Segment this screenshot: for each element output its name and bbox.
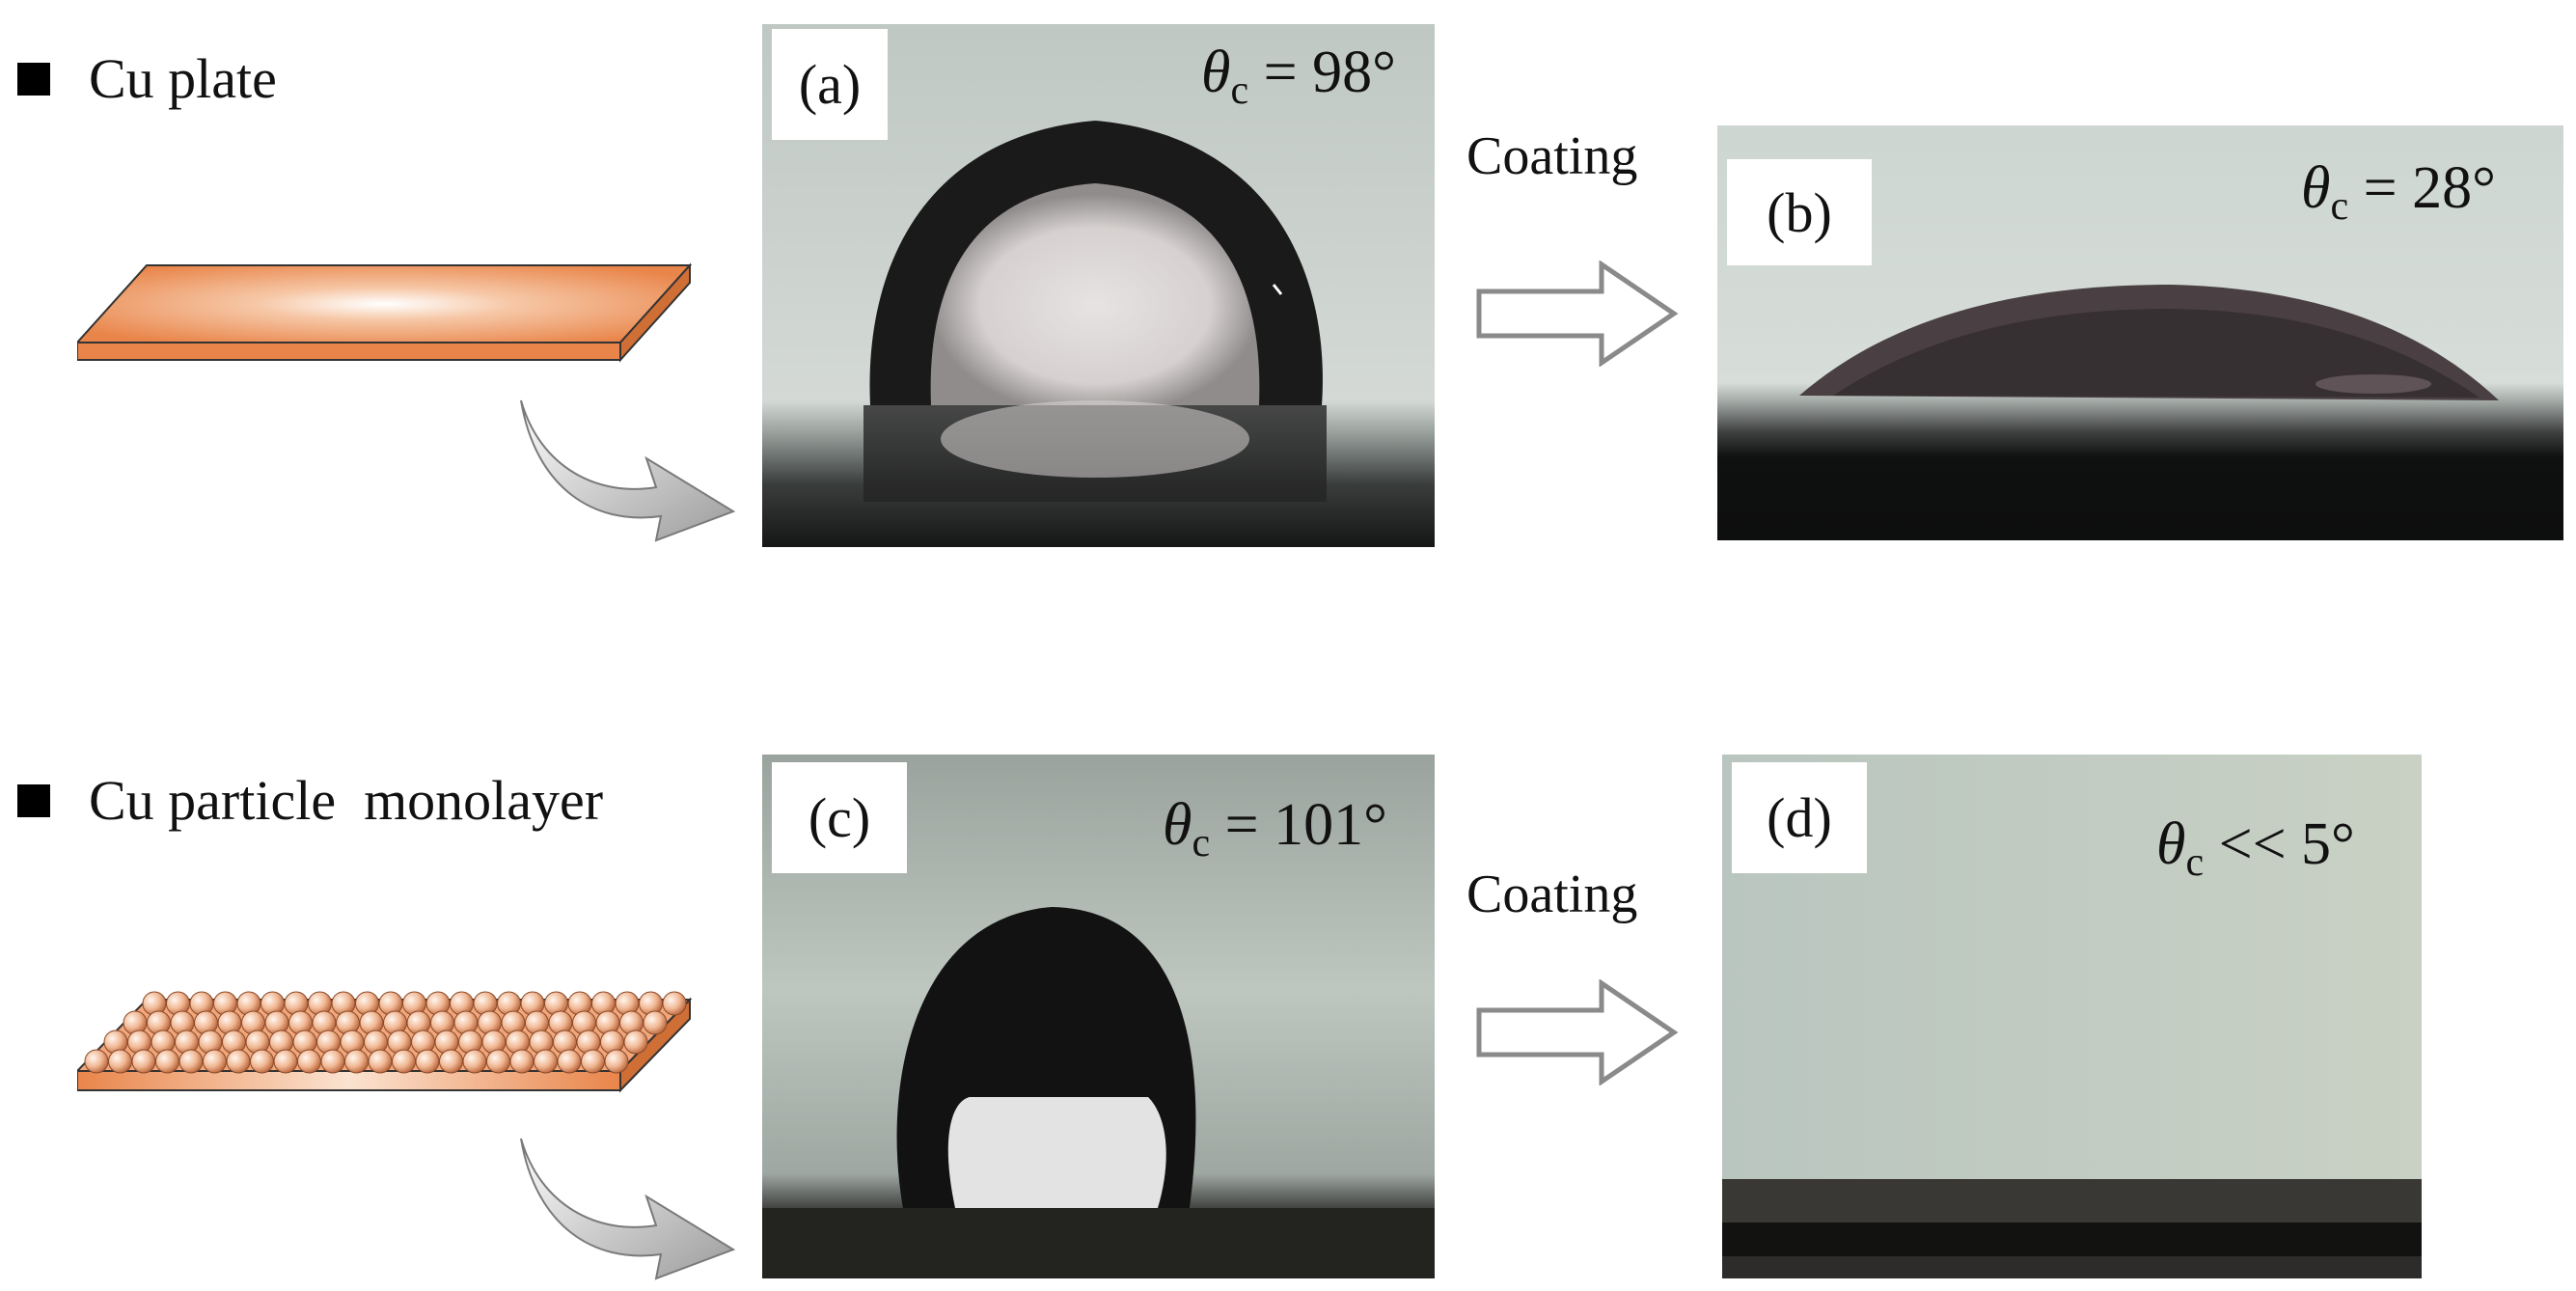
cu-plate-illustration (77, 262, 693, 363)
cu-particle (273, 1049, 298, 1074)
cu-particle (509, 1049, 534, 1074)
cu-particle (392, 1049, 416, 1074)
panel-label: (d) (1732, 762, 1867, 873)
cu-particle (155, 1049, 179, 1074)
cu-particle (486, 1049, 510, 1074)
cu-particle (203, 1049, 227, 1074)
cu-particle (604, 1049, 629, 1074)
cu-particle (84, 1049, 109, 1074)
row-heading-cu-monolayer: Cu particle monolayer (17, 768, 603, 833)
contact-angle-label: θc = 101° (1163, 792, 1387, 865)
cu-particle (178, 1049, 204, 1074)
panel-label: (b) (1727, 159, 1872, 265)
cu-particle (320, 1049, 345, 1074)
contact-angle-label: θc = 98° (1201, 40, 1396, 113)
bullet-square-icon (17, 783, 50, 817)
cu-particle (226, 1049, 251, 1074)
cu-particle (131, 1049, 156, 1074)
cu-particle (297, 1049, 321, 1074)
cu-particle (662, 991, 687, 1016)
row-heading-text: Cu particle monolayer (89, 769, 604, 832)
cu-particle (344, 1049, 369, 1074)
bullet-square-icon (17, 62, 50, 96)
curved-arrow-icon (520, 399, 736, 542)
cu-particle (439, 1049, 463, 1074)
curved-arrow-icon (520, 1138, 736, 1280)
right-arrow-icon (1476, 261, 1679, 367)
coating-label: Coating (1466, 865, 1638, 924)
cu-particle (557, 1049, 582, 1074)
row-heading-text: Cu plate (89, 47, 277, 110)
contact-angle-label: θc = 28° (2301, 155, 2496, 229)
cu-particle (623, 1030, 648, 1055)
cu-particle (415, 1049, 440, 1074)
cu-particle (368, 1049, 393, 1074)
right-arrow-icon (1476, 979, 1679, 1085)
contact-angle-label: θc << 5° (2156, 811, 2355, 885)
cu-particle (250, 1049, 274, 1074)
cu-particle (108, 1049, 132, 1074)
cu-particle (581, 1049, 605, 1074)
cu-particle (534, 1049, 558, 1074)
panel-label: (c) (772, 762, 907, 873)
panel-label: (a) (772, 29, 888, 140)
cu-particle (462, 1049, 487, 1074)
cu-particle (643, 1010, 668, 1035)
cu-particle-monolayer-illustration (77, 991, 693, 1093)
row-heading-cu-plate: Cu plate (17, 46, 277, 111)
coating-label: Coating (1466, 126, 1638, 186)
